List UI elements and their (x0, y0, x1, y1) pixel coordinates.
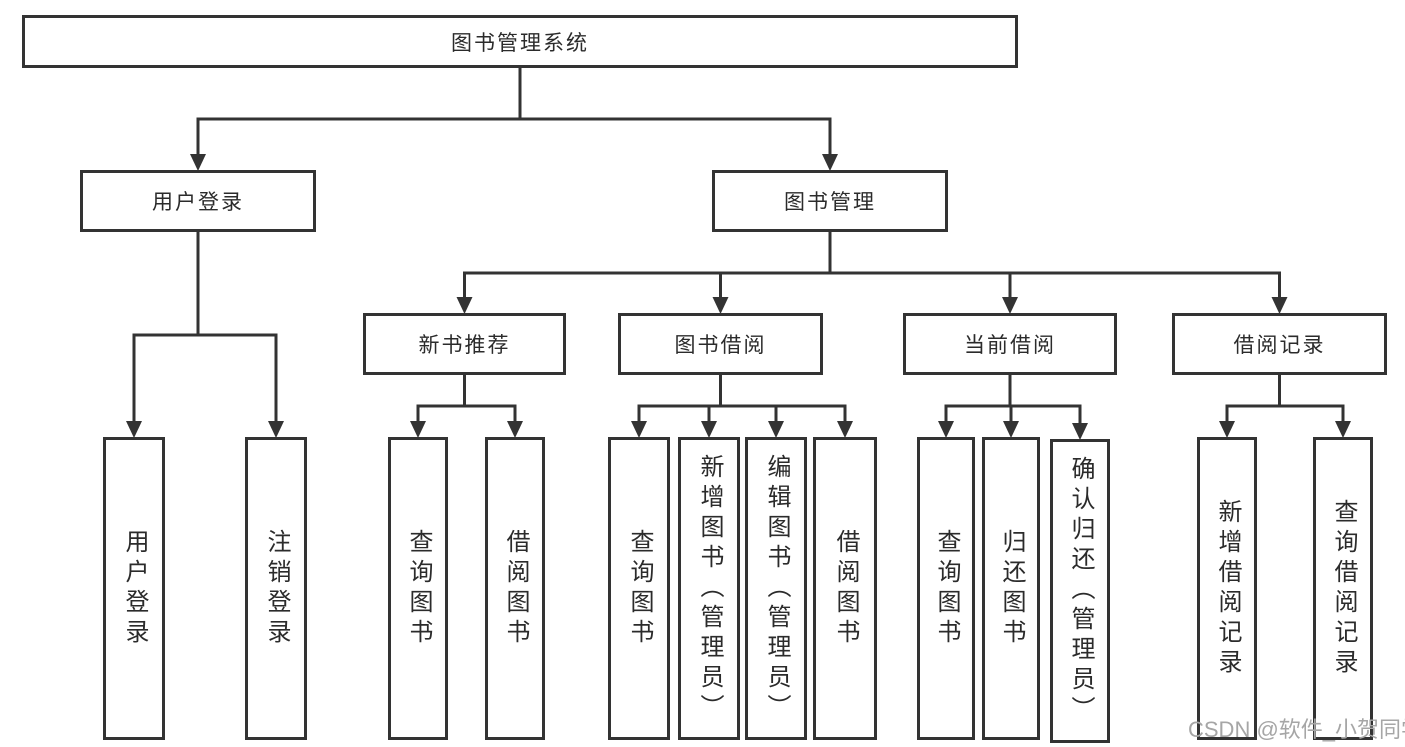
node-label: 用户登录 (121, 528, 148, 649)
node-label: 用户登录 (152, 191, 244, 214)
node-label: 借阅图书 (502, 528, 529, 649)
node-label: 新增图书（管理员） (696, 453, 723, 724)
node-new-book-recommendation: 新书推荐 (363, 313, 566, 375)
leaf-confirm-return-admin: 确认归还（管理员） (1050, 439, 1110, 743)
node-label: 编辑图书（管理员） (763, 453, 790, 724)
node-current-borrowing: 当前借阅 (903, 313, 1117, 375)
node-book-borrowing: 图书借阅 (618, 313, 823, 375)
node-label: 借阅图书 (832, 528, 859, 649)
node-label: 图书借阅 (674, 334, 767, 357)
node-label: 当前借阅 (964, 334, 1056, 357)
leaf-add-books-admin: 新增图书（管理员） (678, 437, 740, 740)
node-label: 新书推荐 (418, 334, 511, 357)
leaf-borrow-books-2: 借阅图书 (813, 437, 877, 740)
node-book-management: 图书管理 (712, 170, 948, 232)
leaf-borrow-books-1: 借阅图书 (485, 437, 545, 740)
leaf-query-books-3: 查询图书 (917, 437, 975, 740)
leaf-logout: 注销登录 (245, 437, 307, 740)
leaf-user-login: 用户登录 (103, 437, 165, 740)
csdn-watermark: CSDN @软件_小贺同学 (1188, 717, 1405, 742)
leaf-add-borrow-record: 新增借阅记录 (1197, 437, 1257, 740)
leaf-edit-books-admin: 编辑图书（管理员） (745, 437, 807, 740)
node-label: 查询借阅记录 (1330, 498, 1357, 679)
leaf-query-borrow-record: 查询借阅记录 (1313, 437, 1373, 740)
node-library-management-system: 图书管理系统 (22, 15, 1018, 68)
leaf-query-books-1: 查询图书 (388, 437, 448, 740)
node-label: 查询图书 (405, 528, 432, 649)
node-label: 新增借阅记录 (1214, 498, 1241, 679)
node-label: 图书管理系统 (451, 31, 589, 55)
node-label: 图书管理 (784, 191, 876, 214)
node-label: 查询图书 (933, 528, 960, 649)
leaf-return-books: 归还图书 (982, 437, 1040, 740)
node-label: 借阅记录 (1233, 334, 1326, 357)
node-label: 注销登录 (263, 528, 290, 649)
node-borrowing-records: 借阅记录 (1172, 313, 1387, 375)
node-label: 查询图书 (626, 528, 653, 649)
node-user-login: 用户登录 (80, 170, 316, 232)
leaf-query-books-2: 查询图书 (608, 437, 670, 740)
node-label: 确认归还（管理员） (1067, 456, 1094, 726)
node-label: 归还图书 (998, 528, 1025, 649)
